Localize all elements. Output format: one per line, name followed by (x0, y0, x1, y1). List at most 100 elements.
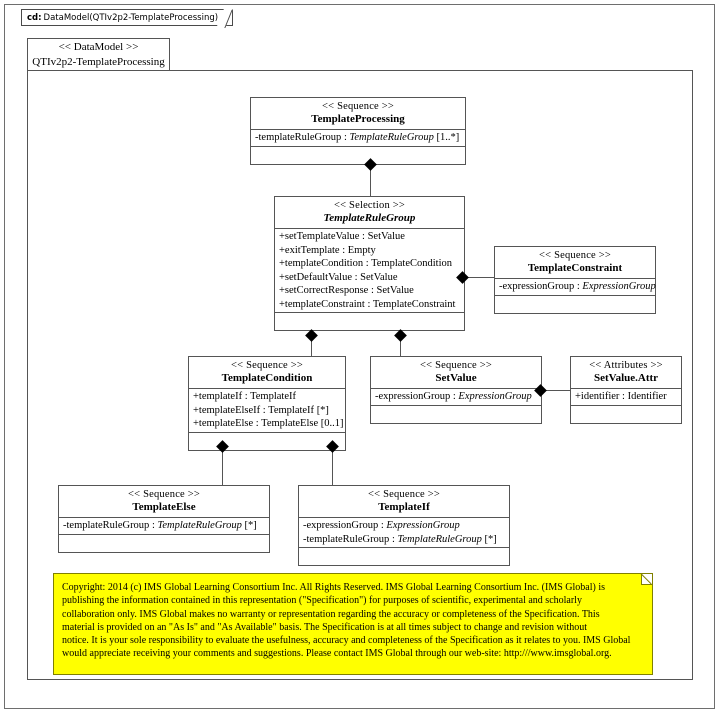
class-operations (251, 147, 465, 164)
class-header: << Sequence >> TemplateProcessing (251, 98, 465, 130)
attr-separator: : (253, 418, 262, 429)
connector-templatecondition-templateelse (222, 440, 223, 485)
class-attributes: -expressionGroup : ExpressionGroup (371, 389, 541, 406)
note-line: material is provided on an "As Is" and "… (62, 621, 588, 633)
note-line: collaboration only. IMS Global makes no … (62, 608, 600, 620)
attr-type: ExpressionGroup (386, 520, 460, 531)
note-fold-corner (641, 574, 652, 585)
attr-separator: : (574, 281, 583, 292)
attr-separator: : (363, 258, 372, 269)
attr-separator: : (619, 391, 628, 402)
package-name: QTIv2p2-TemplateProcessing (32, 56, 165, 68)
attr-multiplicity: [*] (241, 520, 257, 531)
attr-name: templateRuleGroup (66, 520, 150, 531)
attr-visibility: + (279, 258, 285, 269)
class-name: TemplateCondition (221, 372, 313, 384)
class-stereotype: << Sequence >> (322, 101, 394, 112)
class-name: TemplateRuleGroup (323, 212, 416, 224)
attribute-row: +templateConstraint : TemplateConstraint (275, 298, 464, 312)
attr-name: templateElseIf (198, 404, 261, 416)
attr-name: expressionGroup (306, 520, 379, 531)
attr-separator: : (450, 391, 459, 402)
package-stereotype: << DataModel >> (58, 41, 139, 53)
attr-name: exitTemplate (284, 244, 340, 256)
attribute-row: +templateIf : TemplateIf (189, 390, 345, 404)
attr-name: expressionGroup (378, 391, 451, 402)
attr-visibility: + (575, 391, 581, 402)
note-line: publishing the information contained in … (62, 595, 582, 607)
attr-visibility: - (375, 391, 379, 402)
attribute-row: -templateRuleGroup : TemplateRuleGroup [… (251, 131, 465, 145)
attr-separator: : (260, 404, 269, 416)
diagram-title-label: DataModel(QTIv2p2-TemplateProcessing) (43, 12, 219, 23)
attr-separator: : (339, 244, 348, 256)
class-header: << Sequence >> TemplateConstraint (495, 247, 655, 279)
attr-name: identifier (580, 391, 620, 402)
attribute-row: -expressionGroup : ExpressionGroup (299, 519, 509, 533)
class-header: << Sequence >> TemplateElse (59, 486, 269, 518)
attr-type: SetValue (360, 271, 398, 283)
attr-visibility: - (303, 533, 307, 545)
attribute-row: -templateRuleGroup : TemplateRuleGroup [… (59, 519, 269, 533)
attr-visibility: - (63, 520, 67, 531)
attr-name: templateCondition (284, 258, 364, 269)
class-templateelse[interactable]: << Sequence >> TemplateElse -templateRul… (58, 485, 270, 553)
class-templateprocessing[interactable]: << Sequence >> TemplateProcessing -templ… (250, 97, 466, 165)
class-attributes: -templateRuleGroup : TemplateRuleGroup [… (251, 130, 465, 147)
attr-name: templateConstraint (284, 298, 365, 310)
note-line: notice. It is your sole responsibility t… (62, 635, 631, 647)
class-operations (495, 296, 655, 313)
attr-separator: : (351, 271, 361, 283)
class-header: << Sequence >> SetValue (371, 357, 541, 389)
attr-separator: : (242, 391, 251, 402)
attribute-row: +setCorrectResponse : SetValue (275, 284, 464, 298)
class-templaterulegroup[interactable]: << Selection >> TemplateRuleGroup +setTe… (274, 196, 465, 331)
class-name: TemplateIf (378, 501, 430, 513)
attr-visibility: + (279, 244, 285, 256)
attr-name: templateIf (198, 391, 243, 402)
attr-multiplicity: [*] (314, 404, 329, 416)
note-line: would appreciate receiving your comments… (62, 648, 612, 660)
attr-type: SetValue (367, 231, 405, 242)
class-setvalue[interactable]: << Sequence >> SetValue -expressionGroup… (370, 356, 542, 424)
attr-name: setTemplateValue (284, 231, 360, 242)
package-header-tab: << DataModel >> QTIv2p2-TemplateProcessi… (27, 38, 170, 71)
attr-visibility: + (279, 271, 285, 283)
class-stereotype: << Sequence >> (368, 489, 440, 500)
connector-templaterulegroup-templateconstraint (465, 277, 495, 278)
connector-templaterulegroup-templatecondition (311, 330, 312, 356)
attribute-row: -expressionGroup : ExpressionGroup (495, 280, 656, 294)
class-templatecondition[interactable]: << Sequence >> TemplateCondition +templa… (188, 356, 346, 451)
note-line: Copyright: 2014 (c) IMS Global Learning … (62, 582, 605, 593)
attr-type: Empty (347, 244, 376, 256)
class-stereotype: << Sequence >> (420, 360, 492, 371)
attr-multiplicity: [*] (481, 533, 497, 545)
class-operations (299, 548, 509, 565)
attr-separator: : (359, 231, 368, 242)
attr-separator: : (341, 132, 350, 143)
attribute-row: +templateCondition : TemplateCondition (275, 257, 464, 271)
attr-visibility: + (193, 418, 199, 429)
class-templateconstraint[interactable]: << Sequence >> TemplateConstraint -expre… (494, 246, 656, 314)
attr-visibility: + (193, 404, 199, 416)
class-header: << Sequence >> TemplateIf (299, 486, 509, 518)
diagram-frame-title-tab: cd: DataModel(QTIv2p2-TemplateProcessing… (21, 9, 234, 26)
attr-name: templateRuleGroup (258, 132, 342, 143)
copyright-note: Copyright: 2014 (c) IMS Global Learning … (53, 573, 653, 675)
attribute-row: +setTemplateValue : SetValue (275, 230, 464, 244)
class-name: SetValue (435, 372, 477, 384)
attr-separator: : (149, 520, 158, 531)
class-stereotype: << Selection >> (333, 200, 405, 211)
attr-type: TemplateRuleGroup (157, 520, 242, 531)
attr-type: TemplateRuleGroup (397, 533, 482, 545)
attr-multiplicity: [0..1] (318, 418, 344, 429)
attr-name: setCorrectResponse (284, 285, 369, 296)
attr-name: expressionGroup (502, 281, 575, 292)
attr-separator: : (368, 285, 377, 296)
class-setvalue-attr[interactable]: << Attributes >> SetValue.Attr +identifi… (570, 356, 682, 424)
attr-visibility: - (255, 132, 259, 143)
attr-visibility: - (303, 520, 307, 531)
class-attributes: +templateIf : TemplateIf +templateElseIf… (189, 389, 345, 433)
class-templateif[interactable]: << Sequence >> TemplateIf -expressionGro… (298, 485, 510, 566)
